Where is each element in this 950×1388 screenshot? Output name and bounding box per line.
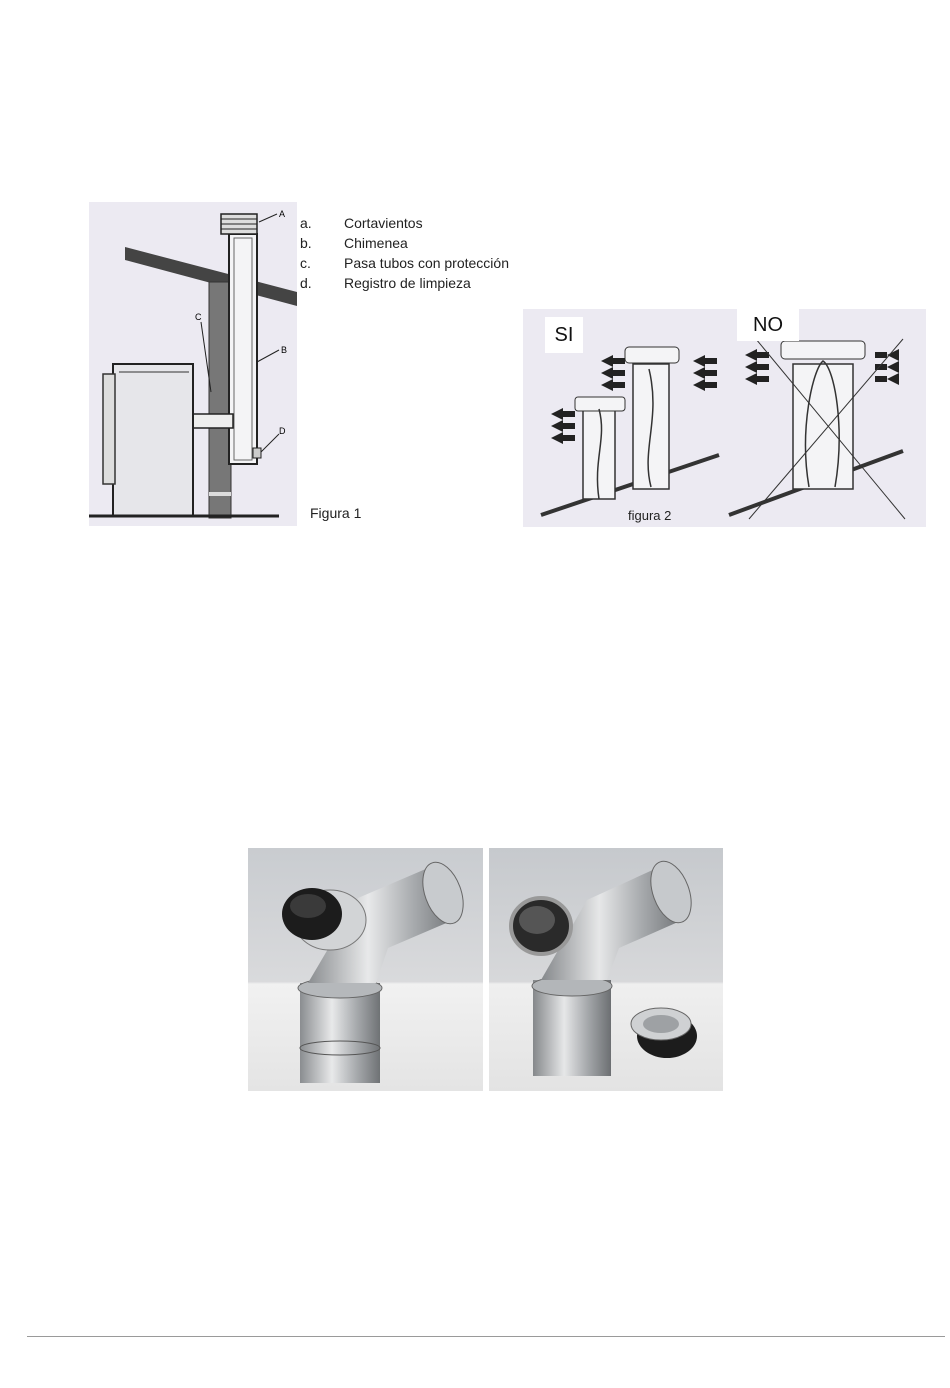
legend-item: c.Pasa tubos con protección — [300, 253, 509, 273]
label-c: C — [195, 312, 202, 322]
figure-1-drawing: A B C D — [89, 202, 297, 526]
figure-1-caption: Figura 1 — [310, 505, 361, 521]
incorrect-label: NO — [737, 309, 799, 341]
label-d: D — [279, 426, 286, 436]
legend-letter: d. — [300, 273, 344, 293]
photo-cleaning-register-closed — [248, 848, 483, 1091]
correct-label: SI — [545, 317, 583, 353]
legend-letter: c. — [300, 253, 344, 273]
chimney-installation-drawing: A B C D — [89, 202, 297, 526]
legend-item: d.Registro de limpieza — [300, 273, 509, 293]
legend-text: Cortavientos — [344, 213, 423, 233]
legend-item: a.Cortavientos — [300, 213, 509, 233]
legend-text: Chimenea — [344, 233, 408, 253]
cowl-placement-drawing — [523, 309, 926, 527]
footer-divider — [27, 1336, 945, 1337]
legend-letter: b. — [300, 233, 344, 253]
photo-cleaning-register-open — [489, 848, 723, 1091]
label-b: B — [281, 345, 287, 355]
steel-tee-open-image — [489, 848, 723, 1091]
legend-text: Registro de limpieza — [344, 273, 471, 293]
stove — [113, 364, 193, 516]
pass-through-pipe — [193, 414, 233, 428]
legend-letter: a. — [300, 213, 344, 233]
figure-2-caption: figura 2 — [628, 508, 671, 523]
legend-item: b.Chimenea — [300, 233, 509, 253]
legend-text: Pasa tubos con protección — [344, 253, 509, 273]
figure-2-drawing — [523, 309, 926, 527]
steel-tee-closed-image — [248, 848, 483, 1091]
label-a: A — [279, 209, 285, 219]
figure-1-legend: a.Cortavientos b.Chimenea c.Pasa tubos c… — [300, 213, 509, 293]
flue-pipe — [229, 234, 257, 464]
